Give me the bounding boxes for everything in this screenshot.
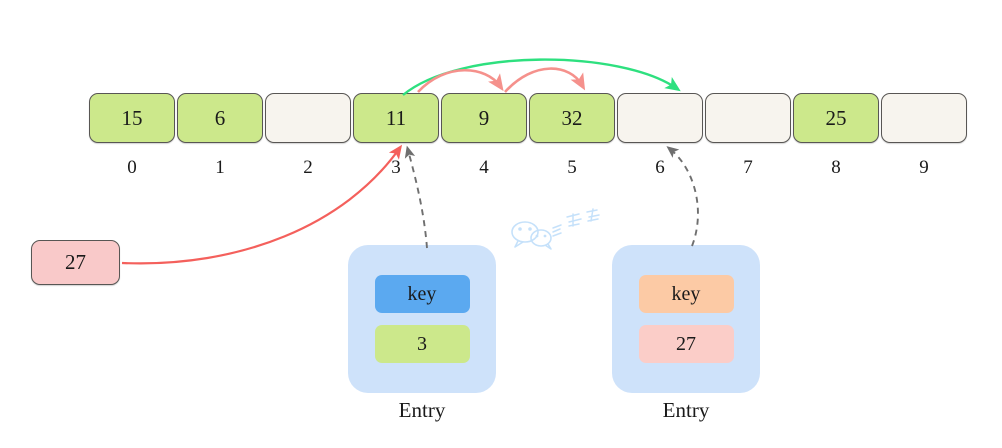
probe-arrow-4-to-5-path [504, 67, 586, 93]
bucket-index-9: 9 [919, 157, 929, 178]
entry-left-key-field[interactable]: key [374, 275, 470, 313]
bucket-index-4: 4 [479, 157, 489, 178]
bucket-cell-9[interactable] [881, 93, 967, 143]
bucket-cell-1[interactable]: 6 [177, 93, 263, 143]
incoming-value-box[interactable]: 27 [31, 240, 120, 285]
bucket-index-8: 8 [831, 157, 841, 178]
bucket-index-7: 7 [743, 157, 753, 178]
bucket-cell-6[interactable] [617, 93, 703, 143]
bucket-index-2: 2 [303, 157, 313, 178]
probe-arrow-3-to-4-path [417, 69, 504, 93]
bucket-cell-7[interactable] [705, 93, 791, 143]
entry-card-left[interactable]: key 3 [348, 245, 496, 393]
bucket-index-0: 0 [127, 157, 137, 178]
entry-card-right[interactable]: key 27 [612, 245, 760, 393]
bucket-cell-2[interactable] [265, 93, 351, 143]
hash-table-bucket-array: 15 6 11 9 32 25 [89, 93, 967, 143]
bucket-cell-4[interactable]: 9 [441, 93, 527, 143]
entry-right-value-field[interactable]: 27 [638, 325, 734, 363]
bucket-index-row: 0 1 2 3 4 5 6 7 8 9 [89, 158, 967, 177]
entry-left-value-field[interactable]: 3 [374, 325, 470, 363]
bucket-cell-5[interactable]: 32 [529, 93, 615, 143]
bucket-index-5: 5 [567, 157, 577, 178]
probe-arrow-3-to-6-path [402, 58, 681, 96]
bucket-index-1: 1 [215, 157, 225, 178]
wechat-watermark [511, 208, 600, 250]
bucket-cell-0[interactable]: 15 [89, 93, 175, 143]
entry-right-key-field[interactable]: key [638, 275, 734, 313]
bucket-index-6: 6 [655, 157, 665, 178]
entry-left-caption: Entry [398, 398, 446, 422]
bucket-index-3: 3 [391, 157, 401, 178]
bucket-cell-3[interactable]: 11 [353, 93, 439, 143]
bucket-cell-8[interactable]: 25 [793, 93, 879, 143]
entry-right-caption: Entry [662, 398, 710, 422]
